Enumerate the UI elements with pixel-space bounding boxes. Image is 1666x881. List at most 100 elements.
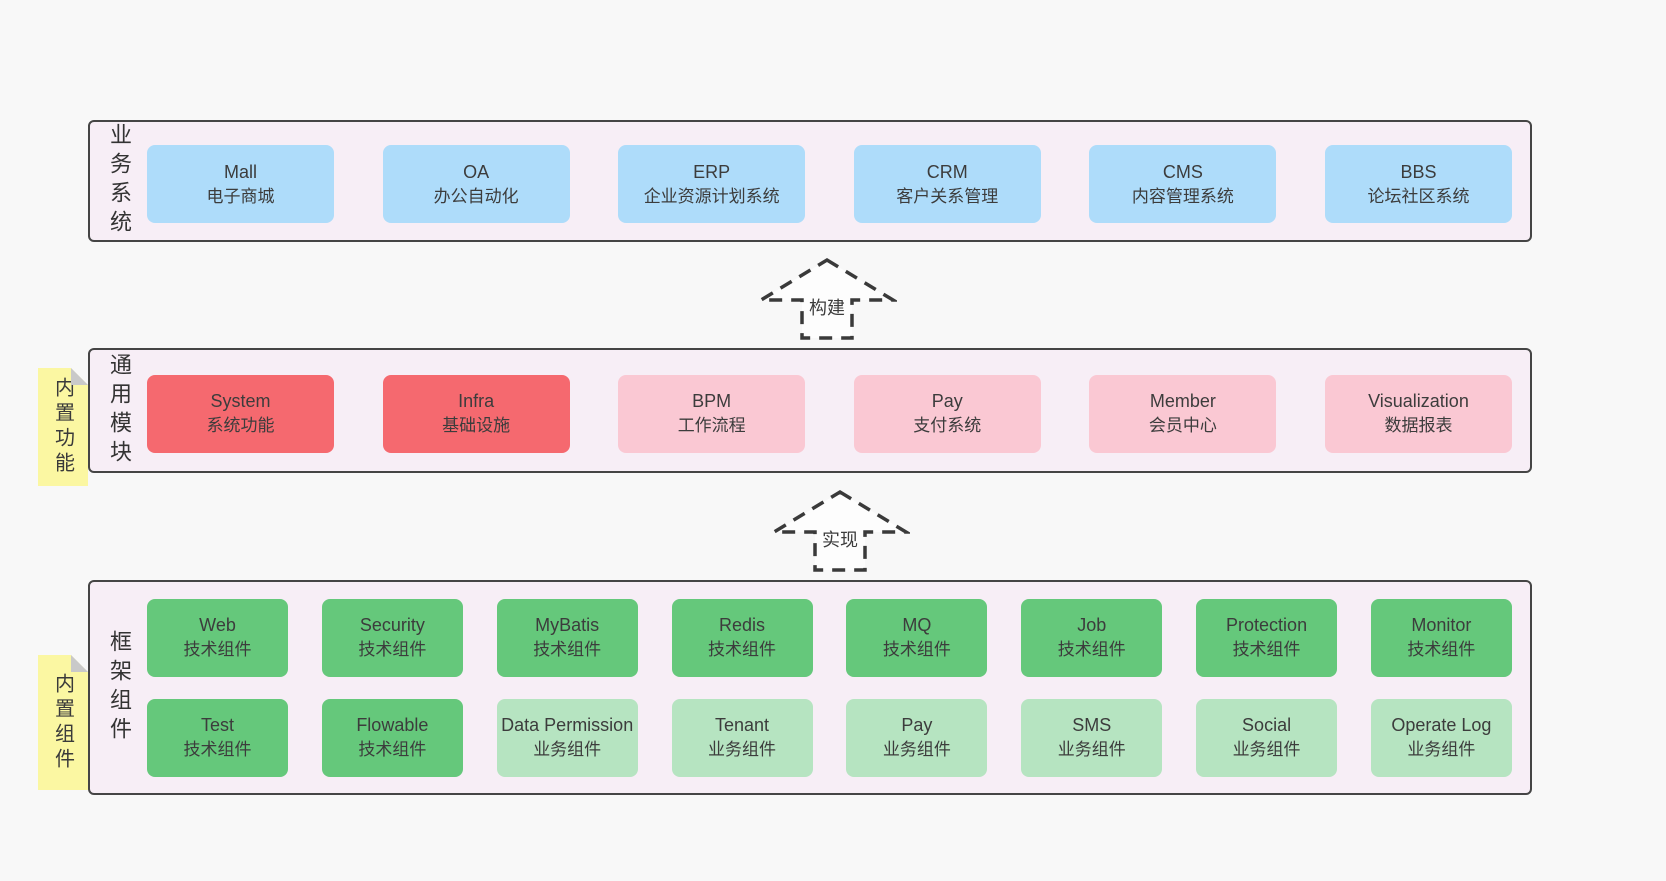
box-title: Mall bbox=[223, 161, 257, 182]
box-title: Pay bbox=[931, 391, 963, 411]
box-mybatis: MyBatis 技术组件 bbox=[496, 598, 638, 677]
layer-label-business-systems: 业务系统 bbox=[107, 123, 132, 239]
box-subtitle: 企业资源计划系统 bbox=[643, 186, 780, 206]
box-subtitle: 业务组件 bbox=[708, 740, 777, 760]
layer-label-common-modules: 通用模块 bbox=[107, 352, 132, 469]
box-bpm: BPM 工作流程 bbox=[618, 374, 806, 453]
box-subtitle: 数据报表 bbox=[1384, 416, 1453, 436]
box-subtitle: 技术组件 bbox=[1057, 640, 1126, 660]
box-title: OA bbox=[463, 161, 490, 182]
box-subtitle: 内容管理系统 bbox=[1131, 186, 1234, 206]
sticky-text: 内置组件 bbox=[51, 672, 74, 773]
box-subtitle: 技术组件 bbox=[708, 640, 777, 660]
box-subtitle: 基础设施 bbox=[442, 416, 511, 436]
box-title: Security bbox=[359, 615, 425, 635]
box-title: Member bbox=[1149, 391, 1216, 411]
box-protection: Protection 技术组件 bbox=[1196, 598, 1338, 677]
box-tenant: Tenant 业务组件 bbox=[671, 698, 813, 777]
box-cms: CMS 内容管理系统 bbox=[1089, 145, 1277, 223]
framework-grid: Web 技术组件 Security 技术组件 MyBatis 技术组件 Redi… bbox=[147, 582, 1512, 793]
box-subtitle: 会员中心 bbox=[1148, 416, 1217, 436]
arrow-label: 构建 bbox=[807, 294, 847, 320]
box-subtitle: 技术组件 bbox=[358, 740, 427, 760]
box-title: ERP bbox=[693, 161, 731, 182]
box-title: Operate Log bbox=[1391, 715, 1492, 735]
box-title: CRM bbox=[926, 161, 968, 182]
box-subtitle: 技术组件 bbox=[1232, 640, 1301, 660]
box-subtitle: 工作流程 bbox=[677, 416, 746, 436]
box-subtitle: 技术组件 bbox=[1407, 640, 1476, 660]
box-system: System 系统功能 bbox=[147, 374, 334, 453]
box-title: Test bbox=[200, 715, 234, 735]
box-title: Protection bbox=[1226, 615, 1308, 635]
box-subtitle: 办公自动化 bbox=[433, 186, 519, 206]
box-mq: MQ 技术组件 bbox=[846, 598, 988, 677]
business-boxes-row: Mall 电子商城 OA 办公自动化 ERP 企业资源计划系统 CRM 客户关系… bbox=[147, 122, 1512, 240]
box-job: Job 技术组件 bbox=[1021, 598, 1163, 677]
box-bbs: BBS 论坛社区系统 bbox=[1324, 145, 1512, 223]
box-subtitle: 业务组件 bbox=[533, 740, 602, 760]
sticky-note-builtin-components: 内置组件 bbox=[38, 655, 88, 790]
box-social: Social 业务组件 bbox=[1196, 698, 1338, 777]
arrow-label: 实现 bbox=[820, 526, 860, 552]
box-title: SMS bbox=[1072, 715, 1112, 735]
box-pay-component: Pay 业务组件 bbox=[846, 698, 988, 777]
box-title: CMS bbox=[1162, 161, 1203, 182]
box-flowable: Flowable 技术组件 bbox=[321, 698, 463, 777]
layer-business-systems: 业务系统 Mall 电子商城 OA 办公自动化 ERP 企业资源计划系统 CRM… bbox=[88, 120, 1532, 242]
box-monitor: Monitor 技术组件 bbox=[1370, 598, 1512, 677]
box-title: Pay bbox=[901, 715, 933, 735]
box-title: BBS bbox=[1400, 161, 1437, 182]
box-security: Security 技术组件 bbox=[321, 598, 463, 677]
box-subtitle: 业务组件 bbox=[1057, 740, 1126, 760]
box-web: Web 技术组件 bbox=[147, 598, 288, 677]
box-pay-system: Pay 支付系统 bbox=[853, 374, 1041, 453]
box-test: Test 技术组件 bbox=[147, 698, 288, 777]
box-member: Member 会员中心 bbox=[1089, 374, 1277, 453]
box-erp: ERP 企业资源计划系统 bbox=[618, 145, 806, 223]
box-subtitle: 技术组件 bbox=[183, 740, 252, 760]
box-subtitle: 客户关系管理 bbox=[896, 186, 999, 206]
box-title: System bbox=[210, 391, 271, 411]
layer-label-framework-components: 框架组件 bbox=[107, 629, 132, 746]
box-title: MyBatis bbox=[535, 615, 600, 635]
layer-framework-components: 框架组件 Web 技术组件 Security 技术组件 MyBatis 技术组件… bbox=[88, 580, 1532, 795]
box-title: Job bbox=[1077, 615, 1107, 635]
box-subtitle: 论坛社区系统 bbox=[1367, 186, 1470, 206]
box-oa: OA 办公自动化 bbox=[382, 145, 570, 223]
arrow-implement: 实现 bbox=[770, 489, 910, 574]
box-mall: Mall 电子商城 bbox=[147, 145, 334, 223]
box-subtitle: 技术组件 bbox=[358, 640, 427, 660]
box-title: MQ bbox=[902, 615, 932, 635]
box-title: Data Permission bbox=[501, 715, 634, 735]
box-subtitle: 业务组件 bbox=[1232, 740, 1301, 760]
box-redis: Redis 技术组件 bbox=[671, 598, 813, 677]
box-sms: SMS 业务组件 bbox=[1021, 698, 1163, 777]
arrow-build: 构建 bbox=[757, 257, 897, 342]
box-subtitle: 支付系统 bbox=[913, 416, 982, 436]
box-title: Flowable bbox=[356, 715, 429, 735]
box-title: BPM bbox=[692, 391, 732, 411]
box-subtitle: 技术组件 bbox=[183, 640, 252, 660]
box-title: Social bbox=[1242, 715, 1292, 735]
box-title: Redis bbox=[719, 615, 766, 635]
modules-boxes-row: System 系统功能 Infra 基础设施 BPM 工作流程 Pay 支付系统… bbox=[147, 350, 1512, 471]
box-title: Monitor bbox=[1411, 615, 1472, 635]
box-subtitle: 系统功能 bbox=[206, 416, 275, 436]
box-subtitle: 业务组件 bbox=[1407, 740, 1476, 760]
box-operate-log: Operate Log 业务组件 bbox=[1370, 698, 1512, 777]
box-title: Tenant bbox=[715, 715, 770, 735]
box-subtitle: 业务组件 bbox=[882, 740, 951, 760]
sticky-text: 内置功能 bbox=[51, 377, 74, 477]
layer-common-modules: 通用模块 System 系统功能 Infra 基础设施 BPM 工作流程 Pay… bbox=[88, 348, 1532, 473]
box-crm: CRM 客户关系管理 bbox=[853, 145, 1041, 223]
box-title: Visualization bbox=[1368, 391, 1469, 411]
box-subtitle: 电子商城 bbox=[206, 186, 275, 206]
box-subtitle: 技术组件 bbox=[882, 640, 951, 660]
sticky-note-builtin-features: 内置功能 bbox=[38, 368, 88, 486]
framework-row-1: Web 技术组件 Security 技术组件 MyBatis 技术组件 Redi… bbox=[147, 598, 1512, 677]
framework-row-2: Test 技术组件 Flowable 技术组件 Data Permission … bbox=[147, 698, 1512, 777]
box-data-permission: Data Permission 业务组件 bbox=[496, 698, 638, 777]
box-title: Infra bbox=[458, 391, 495, 411]
